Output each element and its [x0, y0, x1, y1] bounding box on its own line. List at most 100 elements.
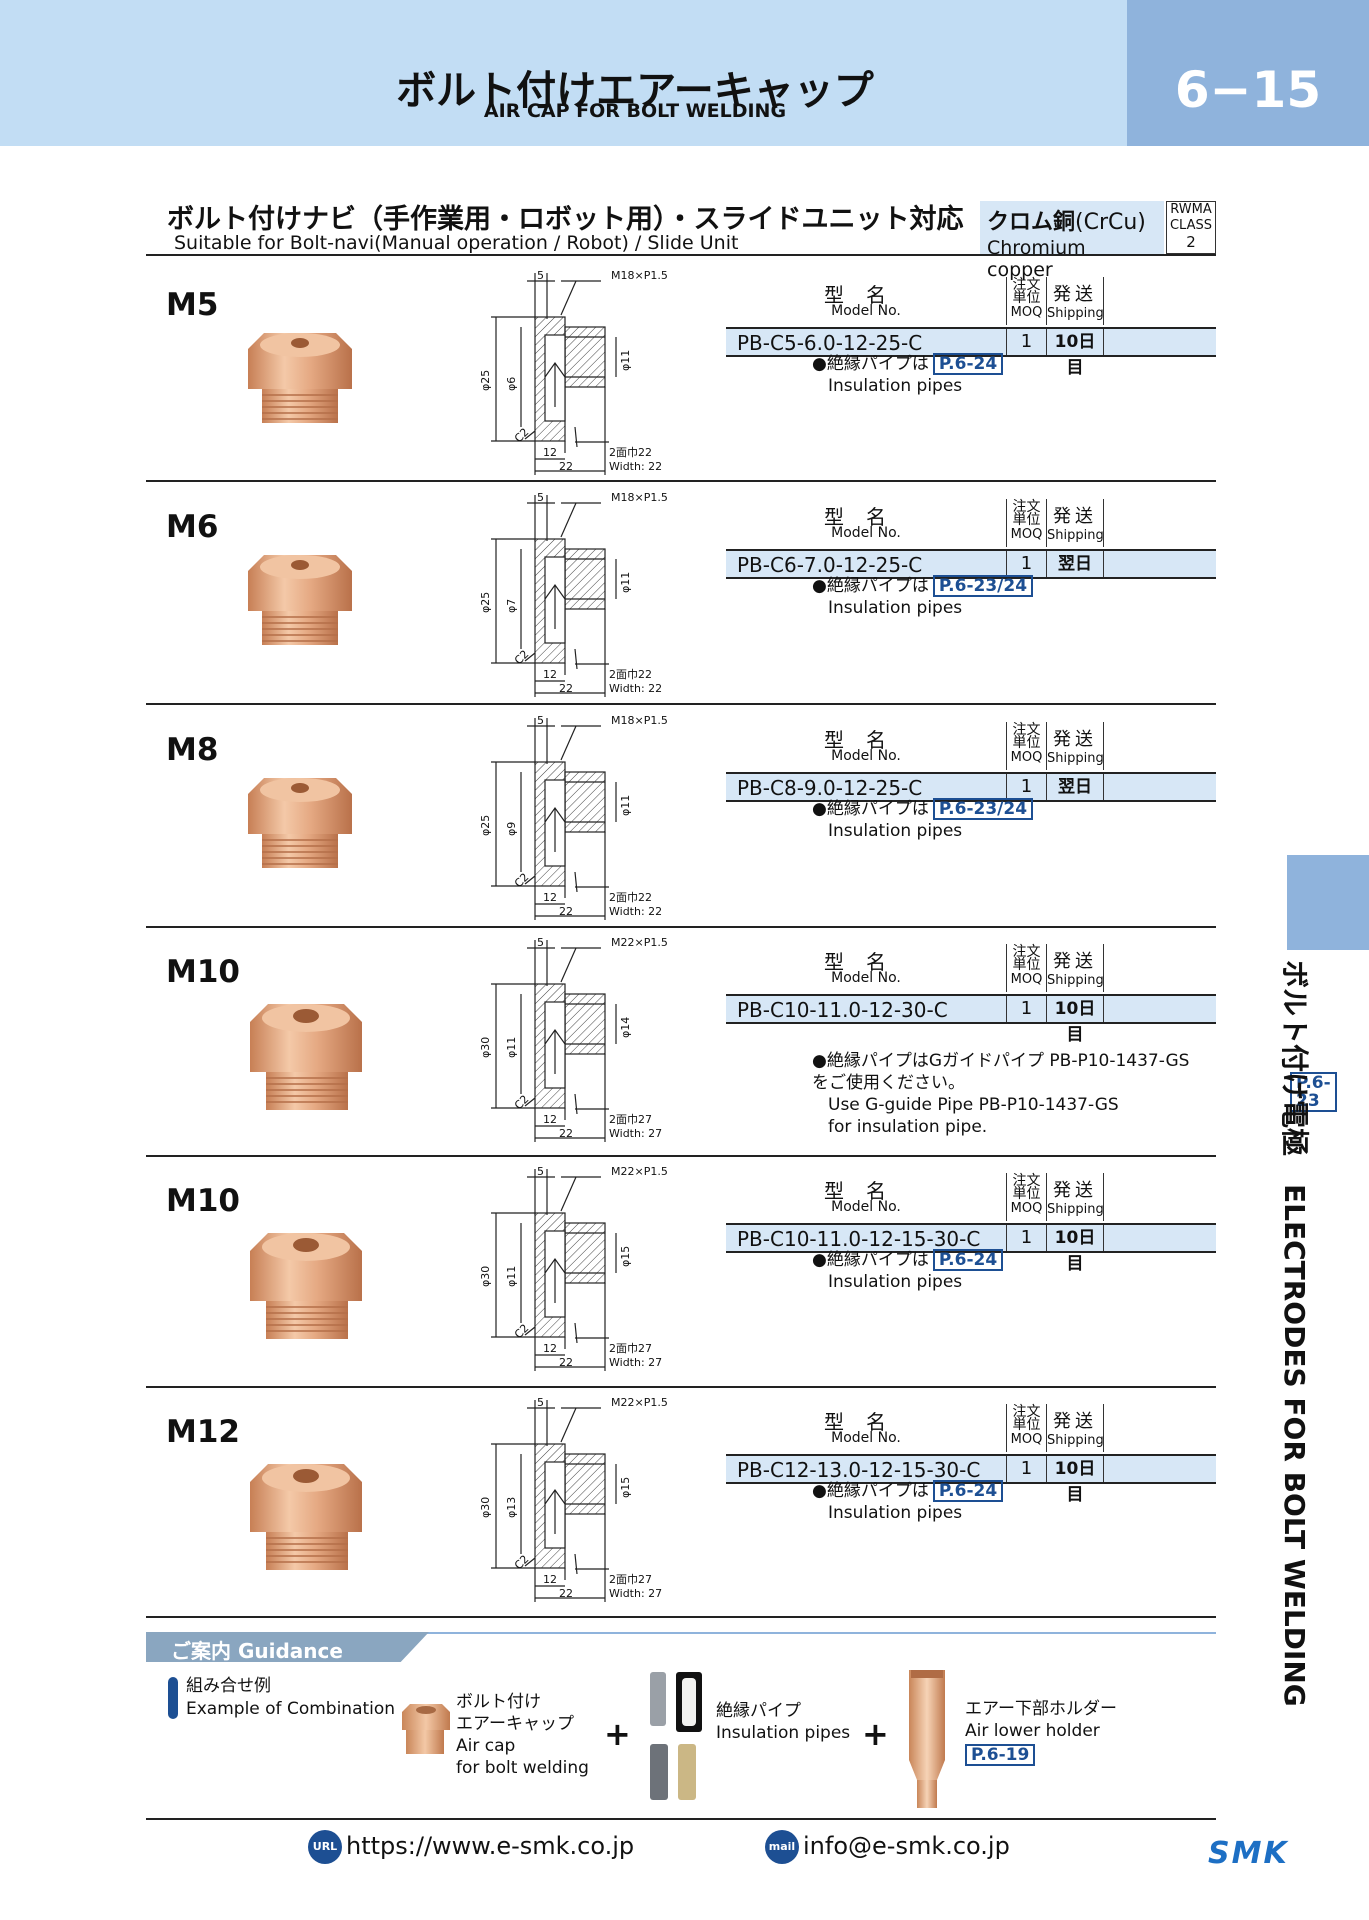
note-en: Insulation pipes	[828, 376, 963, 396]
section-subtitle: Suitable for Bolt-navi(Manual operation …	[174, 232, 739, 254]
model-header-jp: 型名	[824, 1179, 908, 1203]
shipping-header: 発送 Shipping	[1046, 722, 1104, 770]
air-cap-photo	[250, 1233, 362, 1339]
page-reference-link[interactable]: P.6-24	[932, 1480, 1004, 1502]
spec-header: 型名 Model No. 注文 単位 MOQ 発送 Shipping	[726, 722, 1216, 770]
dim-width-jp: 2面巾22	[609, 445, 652, 459]
moq-header: 注文 単位 MOQ	[1006, 722, 1046, 770]
section-title: ボルト付けナビ（手作業用・ロボット用）・スライドユニット対応	[167, 204, 964, 235]
guide-item-pipes: 絶縁パイプ Insulation pipes	[716, 1700, 850, 1744]
dim-inner: φ7	[505, 599, 518, 613]
dim-thread: M18×P1.5	[611, 269, 668, 282]
spec-table: 型名 Model No. 注文 単位 MOQ 発送 Shipping PB-C1…	[726, 1173, 1216, 1274]
page-reference-link[interactable]: P.6-24	[932, 1249, 1004, 1271]
moq-header-en: MOQ	[1010, 527, 1043, 542]
spec-data-row: PB-C10-11.0-12-30-C 1 10日目	[726, 996, 1216, 1045]
divider	[726, 772, 1216, 774]
moq-header-en: MOQ	[1010, 750, 1043, 765]
dim-chamfer: C2	[512, 871, 532, 891]
plus-icon: +	[604, 1715, 631, 1753]
email-link[interactable]: info@e-smk.co.jp	[803, 1832, 1010, 1860]
page-reference-link[interactable]: P.6-23	[1290, 1072, 1337, 1112]
air-cap-photo	[250, 1004, 362, 1110]
dim-top: 5	[537, 714, 544, 727]
shipping-header-en: Shipping	[1047, 306, 1104, 321]
side-tab-label: ボルト付け電極 ELECTRODES FOR BOLT WELDING	[1278, 960, 1311, 1707]
air-cap-photo	[248, 333, 352, 423]
dimension-drawing: 5 M22×P1.5 φ30 φ11 φ14 C2 12 22 2面巾27 Wi…	[479, 936, 668, 1142]
air-cap-photo	[248, 778, 352, 868]
dim-hole: φ11	[619, 350, 632, 371]
dim-hole: φ15	[619, 1477, 632, 1498]
dim-22: 22	[559, 905, 573, 918]
guide-item-aircap-jp2: エアーキャップ	[456, 1714, 574, 1734]
dim-12: 12	[543, 1342, 557, 1355]
shipping-header-en: Shipping	[1047, 973, 1104, 988]
moq-header: 注文 単位 MOQ	[1006, 944, 1046, 992]
shipping-header-en: Shipping	[1047, 1202, 1104, 1217]
guide-item-aircap-en1: Air cap	[456, 1736, 516, 1756]
material-badge: クロム銅(CrCu) Chromium copper	[980, 201, 1164, 281]
dim-thread: M18×P1.5	[611, 714, 668, 727]
row-divider	[146, 926, 1216, 928]
product-row: M6	[146, 489, 1216, 709]
thread-size: M5	[166, 287, 219, 323]
shipping-header-en: Shipping	[1047, 751, 1104, 766]
dim-inner: φ13	[505, 1497, 518, 1518]
page-reference-link[interactable]: P.6-24	[932, 353, 1004, 375]
shipping-header-jp: 発送	[1053, 1411, 1097, 1432]
model-number: PB-C10-11.0-12-30-C	[737, 998, 948, 1022]
dim-width-en: Width: 27	[609, 1127, 662, 1140]
dim-width-jp: 2面巾27	[609, 1341, 652, 1355]
dim-top: 5	[537, 491, 544, 504]
page-reference-link[interactable]: P.6-23/24	[932, 575, 1034, 597]
moq-header-jp2: 単位	[1012, 1186, 1041, 1202]
model-header-en: Model No.	[831, 748, 901, 764]
thread-size: M10	[166, 1183, 240, 1219]
dim-12: 12	[543, 1113, 557, 1126]
dim-22: 22	[559, 1127, 573, 1140]
product-row: M5	[146, 267, 1216, 487]
moq-header-en: MOQ	[1010, 1432, 1043, 1447]
combination-label: 組み合せ例 Example of Combination	[186, 1675, 395, 1721]
dimension-drawing: 5 M18×P1.5 φ25 φ9 φ11 C2 12 22 2面巾22 Wid…	[479, 714, 668, 920]
dim-width-jp: 2面巾22	[609, 890, 652, 904]
combination-en: Example of Combination	[186, 1699, 396, 1719]
holder-page-link[interactable]: P.6-19	[965, 1744, 1036, 1766]
model-number: PB-C5-6.0-12-25-C	[737, 331, 923, 355]
guide-item-pipes-en: Insulation pipes	[716, 1723, 851, 1743]
dim-inner: φ6	[505, 377, 518, 391]
moq-value: 1	[1006, 551, 1046, 577]
website-link[interactable]: https://www.e-smk.co.jp	[346, 1832, 635, 1860]
mail-icon: mail	[765, 1830, 799, 1864]
model-header-jp: 型名	[824, 1410, 908, 1434]
thread-size: M12	[166, 1414, 240, 1450]
spec-table: 型名 Model No. 注文 単位 MOQ 発送 Shipping PB-C8…	[726, 722, 1216, 802]
shipping-header-jp: 発送	[1053, 284, 1097, 305]
dim-outer: φ25	[479, 815, 492, 836]
row-divider	[146, 1616, 1216, 1618]
moq-header-jp2: 単位	[1012, 957, 1041, 973]
dim-top: 5	[537, 936, 544, 949]
shipping-header-jp: 発送	[1053, 506, 1097, 527]
plus-icon: +	[862, 1715, 889, 1753]
model-header-jp: 型名	[824, 728, 908, 752]
rwma-label: RWMA	[1170, 202, 1212, 217]
shipping-value: 10日目	[1046, 329, 1104, 378]
air-cap-photo	[248, 555, 352, 645]
note-en: Insulation pipes	[828, 1503, 963, 1523]
footer-divider	[146, 1818, 1216, 1820]
dimension-drawing: 5 M22×P1.5 φ30 φ13 φ15 C2 12 22 2面巾27 Wi…	[479, 1396, 668, 1602]
product-row: M10	[146, 1163, 1216, 1383]
dim-outer: φ30	[479, 1497, 492, 1518]
dim-outer: φ30	[479, 1037, 492, 1058]
dim-outer: φ30	[479, 1266, 492, 1287]
dim-width-en: Width: 22	[609, 682, 662, 695]
dim-top: 5	[537, 269, 544, 282]
page-reference-link[interactable]: P.6-23/24	[932, 798, 1034, 820]
row-divider	[146, 1386, 1216, 1388]
guide-item-aircap: ボルト付け エアーキャップ Air cap for bolt welding	[456, 1691, 589, 1779]
